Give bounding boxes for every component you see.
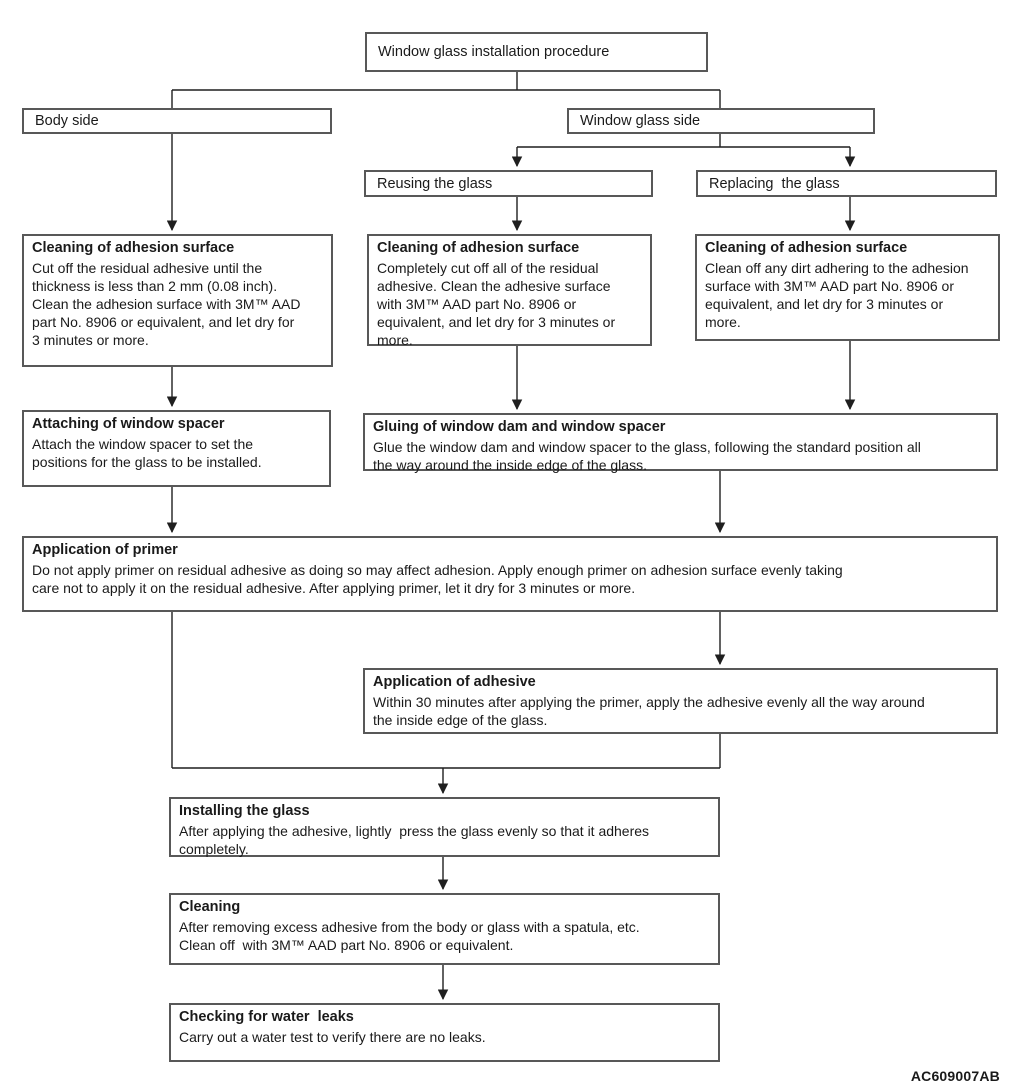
node-application-of-adhesive: Application of adhesive Within 30 minute… bbox=[363, 668, 998, 734]
node-cleaning-adhesion-surface-replace: Cleaning of adhesion surface Clean off a… bbox=[695, 234, 1000, 341]
node-body: After removing excess adhesive from the … bbox=[179, 919, 640, 953]
node-title: Application of primer bbox=[32, 542, 178, 558]
node-body: Attach the window spacer to set the posi… bbox=[32, 436, 262, 470]
node-title: Application of adhesive bbox=[373, 674, 536, 690]
node-body-side: Body side bbox=[22, 108, 332, 134]
node-body: Clean off any dirt adhering to the adhes… bbox=[705, 260, 969, 330]
node-body: Cut off the residual adhesive until the … bbox=[32, 260, 301, 348]
node-installing-the-glass: Installing the glass After applying the … bbox=[169, 797, 720, 857]
node-replacing-the-glass-label: Replacing the glass bbox=[709, 175, 840, 192]
node-title: Installing the glass bbox=[179, 803, 310, 819]
node-body: Carry out a water test to verify there a… bbox=[179, 1029, 486, 1045]
node-window-glass-side-label: Window glass side bbox=[580, 113, 701, 129]
node-body: Completely cut off all of the residual a… bbox=[377, 260, 616, 348]
node-replacing-the-glass: Replacing the glass bbox=[696, 170, 997, 197]
node-cleaning-adhesion-surface-reuse: Cleaning of adhesion surface Completely … bbox=[367, 234, 652, 348]
node-body: Glue the window dam and window spacer to… bbox=[373, 439, 921, 473]
node-reusing-the-glass: Reusing the glass bbox=[364, 170, 653, 197]
node-reusing-the-glass-label: Reusing the glass bbox=[377, 175, 493, 192]
node-window-glass-side: Window glass side bbox=[567, 108, 875, 134]
node-title: Gluing of window dam and window spacer bbox=[373, 419, 666, 435]
node-procedure-title-label: Window glass installation procedure bbox=[378, 44, 610, 60]
node-attaching-window-spacer: Attaching of window spacer Attach the wi… bbox=[22, 410, 331, 487]
node-title: Checking for water leaks bbox=[179, 1009, 354, 1025]
node-body-side-label: Body side bbox=[35, 113, 99, 129]
node-title: Attaching of window spacer bbox=[32, 416, 225, 432]
node-title: Cleaning bbox=[179, 899, 241, 915]
node-cleaning-adhesion-surface-body: Cleaning of adhesion surface Cut off the… bbox=[22, 234, 333, 367]
node-cleaning: Cleaning After removing excess adhesive … bbox=[169, 893, 720, 965]
node-procedure-title: Window glass installation procedure bbox=[365, 32, 708, 72]
node-application-of-primer: Application of primer Do not apply prime… bbox=[22, 536, 998, 612]
node-body: After applying the adhesive, lightly pre… bbox=[179, 823, 650, 857]
node-body: Do not apply primer on residual adhesive… bbox=[32, 562, 843, 596]
figure-code: AC609007AB bbox=[910, 1068, 1000, 1084]
node-gluing-window-dam-spacer: Gluing of window dam and window spacer G… bbox=[363, 413, 998, 473]
node-title: Cleaning of adhesion surface bbox=[705, 240, 908, 256]
node-title: Cleaning of adhesion surface bbox=[377, 240, 580, 256]
node-checking-water-leaks: Checking for water leaks Carry out a wat… bbox=[169, 1003, 720, 1062]
node-body: Within 30 minutes after applying the pri… bbox=[373, 694, 925, 728]
node-title: Cleaning of adhesion surface bbox=[32, 240, 235, 256]
